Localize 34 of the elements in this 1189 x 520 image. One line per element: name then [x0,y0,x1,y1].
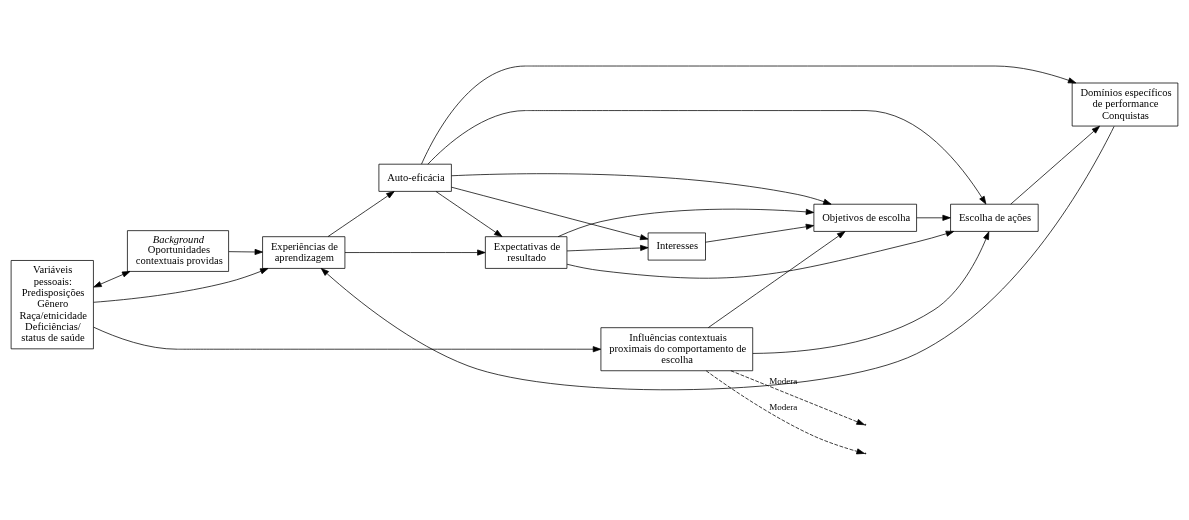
arrow [705,370,865,455]
arrow [327,191,395,237]
arrow [557,208,815,237]
arrow [344,249,486,256]
arrow [93,326,602,353]
node-box: Domínios específicos de performance Conquistas [1071,82,1179,127]
arrow [707,231,846,329]
edge-label: Modera [769,376,798,387]
node-box: Escolha de ações [950,203,1039,232]
node-box: Auto-eficácia [378,163,452,192]
arrow [752,231,990,354]
arrow [320,126,1115,391]
node-box: Variáveis pessoais: Predisposições Gênero Raça/etnicidade Deficiências/ status de saúde [10,260,94,350]
arrow [1010,125,1100,205]
node-box: Experiências de aprendizagem [262,236,346,269]
arrow [228,248,263,255]
arrow [93,268,269,303]
node-box: Expectativas de resultado [485,236,568,269]
arrow [916,214,951,221]
node-box: Objetivos de escolha [813,203,917,232]
arrow [435,191,503,237]
node-box: Interesses [647,232,706,261]
arrow [451,186,649,241]
arrow [566,244,649,252]
arrow [566,230,955,279]
arrow [93,271,131,288]
arrow [421,65,1077,165]
arrow [427,110,987,205]
arrow [730,370,865,426]
node-box: Influências contextuais proximais do comportamento de escolha [600,327,754,372]
arrow [705,223,815,243]
edge-label: Modera [769,402,798,413]
node-box: Background Oportunidades contextuais providas [127,230,229,272]
arrow [451,173,832,205]
